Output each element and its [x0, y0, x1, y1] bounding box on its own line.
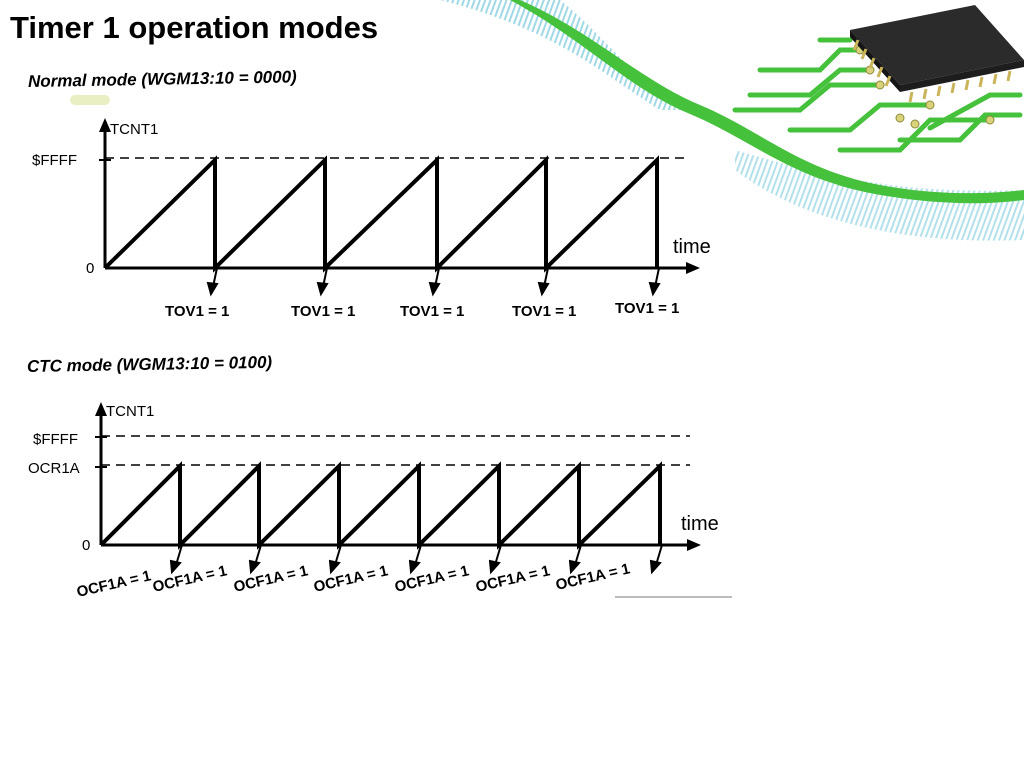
- normal-y-arrow: [99, 118, 111, 132]
- hatch-band-top: [440, 0, 690, 110]
- normal-event-label: TOV1 = 1: [165, 303, 229, 320]
- normal-event-label: TOV1 = 1: [400, 303, 464, 320]
- ctc-event-label: OCF1A = 1: [393, 562, 471, 596]
- ctc-top-label: $FFFF: [33, 431, 78, 448]
- ctc-x-axis-label: time: [681, 513, 719, 535]
- ctc-event-label: OCF1A = 1: [474, 562, 552, 596]
- ctc-zero-label: 0: [82, 537, 90, 554]
- ctc-y-axis-label: TCNT1: [106, 403, 154, 420]
- normal-event-label: TOV1 = 1: [615, 300, 679, 317]
- circuit-pads: [855, 45, 995, 129]
- normal-event-arrows: [206, 267, 661, 297]
- normal-top-label: $FFFF: [32, 152, 77, 169]
- normal-x-axis-label: time: [673, 236, 711, 258]
- ctc-compare-label: OCR1A: [28, 460, 80, 477]
- ctc-event-label: OCF1A = 1: [554, 560, 632, 594]
- normal-zero-label: 0: [86, 260, 94, 277]
- normal-y-axis-label: TCNT1: [110, 121, 158, 138]
- ctc-event-arrows: [169, 544, 663, 575]
- ctc-x-arrow: [687, 539, 701, 551]
- ctc-event-label: OCF1A = 1: [75, 567, 153, 601]
- normal-event-label: TOV1 = 1: [512, 303, 576, 320]
- slide-title: Timer 1 operation modes: [10, 10, 379, 45]
- ctc-event-label: OCF1A = 1: [151, 562, 229, 596]
- normal-sawtooth: [103, 155, 659, 273]
- ctc-event-label: OCF1A = 1: [232, 562, 310, 596]
- ctc-sawtooth: [99, 461, 662, 550]
- chip-body: [850, 5, 1024, 103]
- ctc-y-arrow: [95, 402, 107, 416]
- normal-event-label: TOV1 = 1: [291, 303, 355, 320]
- normal-x-arrow: [686, 262, 700, 274]
- ctc-event-label: OCF1A = 1: [312, 562, 390, 596]
- circuit-traces: [732, 37, 1023, 153]
- circuit-chip-icon: [70, 0, 1024, 241]
